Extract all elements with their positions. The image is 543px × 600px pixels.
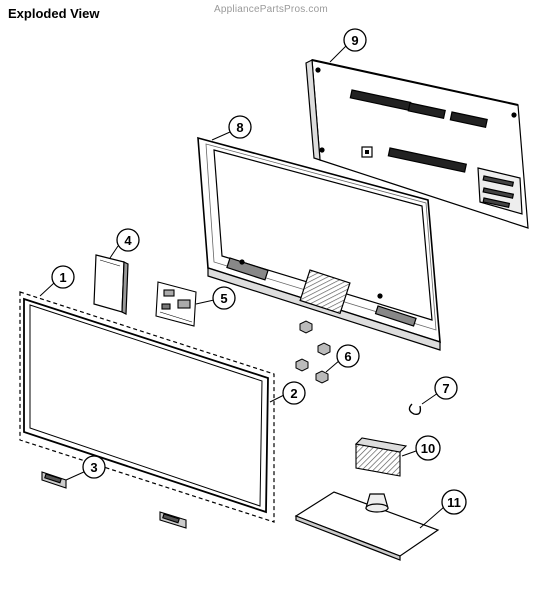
svg-text:9: 9 bbox=[351, 33, 358, 48]
page-title: Exploded View bbox=[8, 6, 100, 21]
svg-text:11: 11 bbox=[447, 495, 461, 510]
part-6-screws bbox=[295, 320, 331, 384]
callout-1: 1 bbox=[51, 265, 75, 289]
callout-10: 10 bbox=[415, 435, 441, 461]
svg-text:8: 8 bbox=[236, 120, 243, 135]
part-8-middle-frame bbox=[197, 136, 441, 351]
svg-text:5: 5 bbox=[220, 291, 227, 306]
callout-5: 5 bbox=[212, 286, 236, 310]
part-3-brackets bbox=[41, 471, 187, 529]
callout-6: 6 bbox=[336, 344, 360, 368]
part-5-main-board bbox=[155, 281, 197, 327]
leader-lines bbox=[39, 45, 445, 529]
callout-3: 3 bbox=[82, 455, 106, 479]
callout-7: 7 bbox=[434, 376, 458, 400]
svg-text:2: 2 bbox=[290, 386, 297, 401]
callout-8: 8 bbox=[228, 115, 252, 139]
part-4-board bbox=[93, 254, 129, 315]
watermark-text: AppliancePartsPros.com bbox=[214, 4, 328, 15]
callout-9: 9 bbox=[343, 28, 367, 52]
part-9-back-cover bbox=[305, 59, 529, 229]
svg-text:1: 1 bbox=[59, 270, 66, 285]
callout-4: 4 bbox=[116, 228, 140, 252]
svg-text:10: 10 bbox=[421, 441, 435, 456]
svg-text:3: 3 bbox=[90, 460, 97, 475]
svg-text:6: 6 bbox=[344, 349, 351, 364]
callout-2: 2 bbox=[282, 381, 306, 405]
svg-text:4: 4 bbox=[124, 233, 132, 248]
part-10-stand-bracket bbox=[354, 437, 408, 477]
svg-text:7: 7 bbox=[442, 381, 449, 396]
part-1-panel-outline bbox=[19, 291, 275, 523]
part-11-stand-base bbox=[294, 491, 440, 561]
callout-11: 11 bbox=[441, 489, 467, 515]
part-7-clip bbox=[408, 403, 422, 416]
part-2-screen-bezel bbox=[23, 297, 269, 514]
